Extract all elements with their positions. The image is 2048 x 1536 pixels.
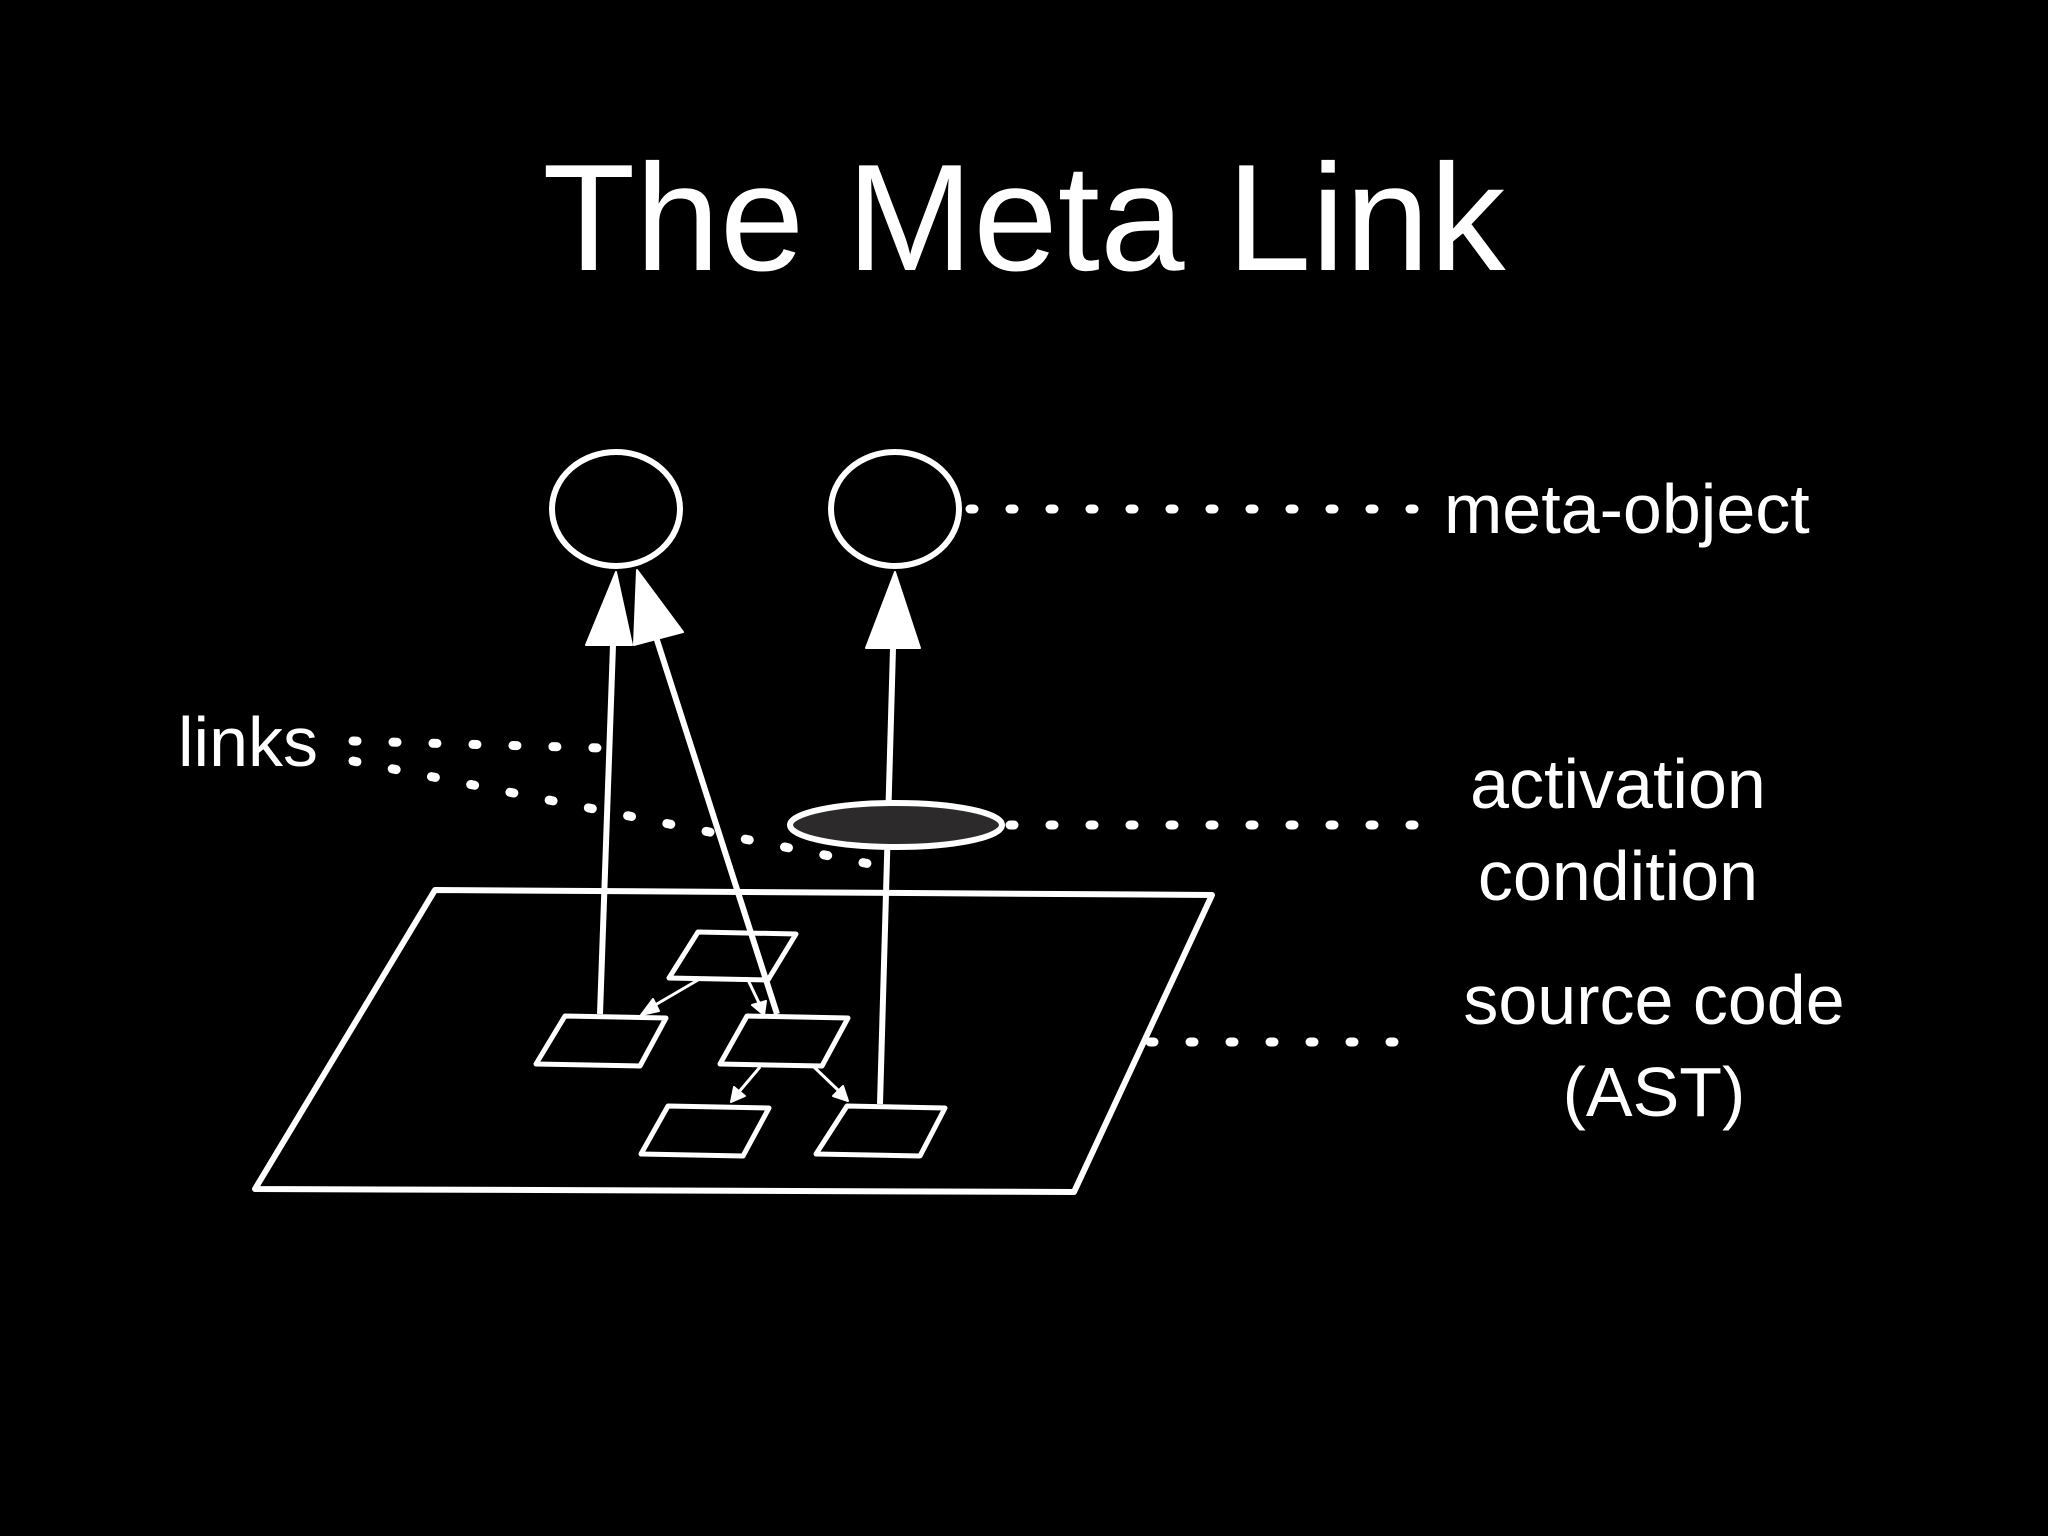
ast-edge-root-middle	[746, 979, 762, 1006]
ast-node-left	[533, 1013, 669, 1069]
ast-node-middle	[717, 1013, 851, 1069]
activation-label-line2: condition	[1478, 837, 1758, 915]
links-leader-upper	[348, 736, 605, 753]
activation-label-line1: activation	[1470, 745, 1766, 823]
ast-node-root	[666, 929, 799, 983]
links-label: links	[178, 703, 318, 781]
callout-leaders	[348, 504, 1423, 1047]
ast-edge-root-left-arrowhead	[640, 998, 660, 1016]
meta-object-right	[828, 449, 962, 569]
slide-title: The Meta Link	[542, 133, 1506, 303]
link-diagonal-arrowhead	[633, 569, 684, 646]
ast-node-bottom-left	[638, 1103, 772, 1159]
activation-condition-disc	[787, 800, 1005, 850]
links-leader-lower	[348, 756, 875, 869]
link-left-shaft	[597, 644, 616, 1015]
ast-edge-middle-bottomleft	[736, 1066, 762, 1094]
ast-edge-middle-bottomright-arrowhead	[832, 1085, 849, 1102]
meta-object-left	[549, 449, 683, 569]
ast-edge-root-left	[649, 978, 699, 1010]
source-code-label-line2: (AST)	[1563, 1053, 1746, 1131]
ast-nodes	[533, 929, 948, 1159]
ast-edge-middle-bottomleft-arrowhead	[730, 1086, 746, 1103]
link-left-arrowhead	[585, 571, 633, 646]
links	[585, 569, 921, 1105]
meta-object-label: meta-object	[1444, 470, 1810, 548]
source-code-plane	[252, 887, 1215, 1195]
ast-edge-middle-bottomright	[812, 1065, 842, 1094]
source-code-label-line1: source code	[1463, 961, 1844, 1039]
link-diagonal-shaft	[653, 636, 780, 1015]
link-right-shaft	[877, 647, 896, 1105]
ast-edges	[640, 978, 849, 1103]
ast-node-bottom-right	[813, 1103, 948, 1159]
link-right-arrowhead	[865, 571, 921, 649]
ast-edge-root-middle-arrowhead	[751, 1000, 767, 1016]
